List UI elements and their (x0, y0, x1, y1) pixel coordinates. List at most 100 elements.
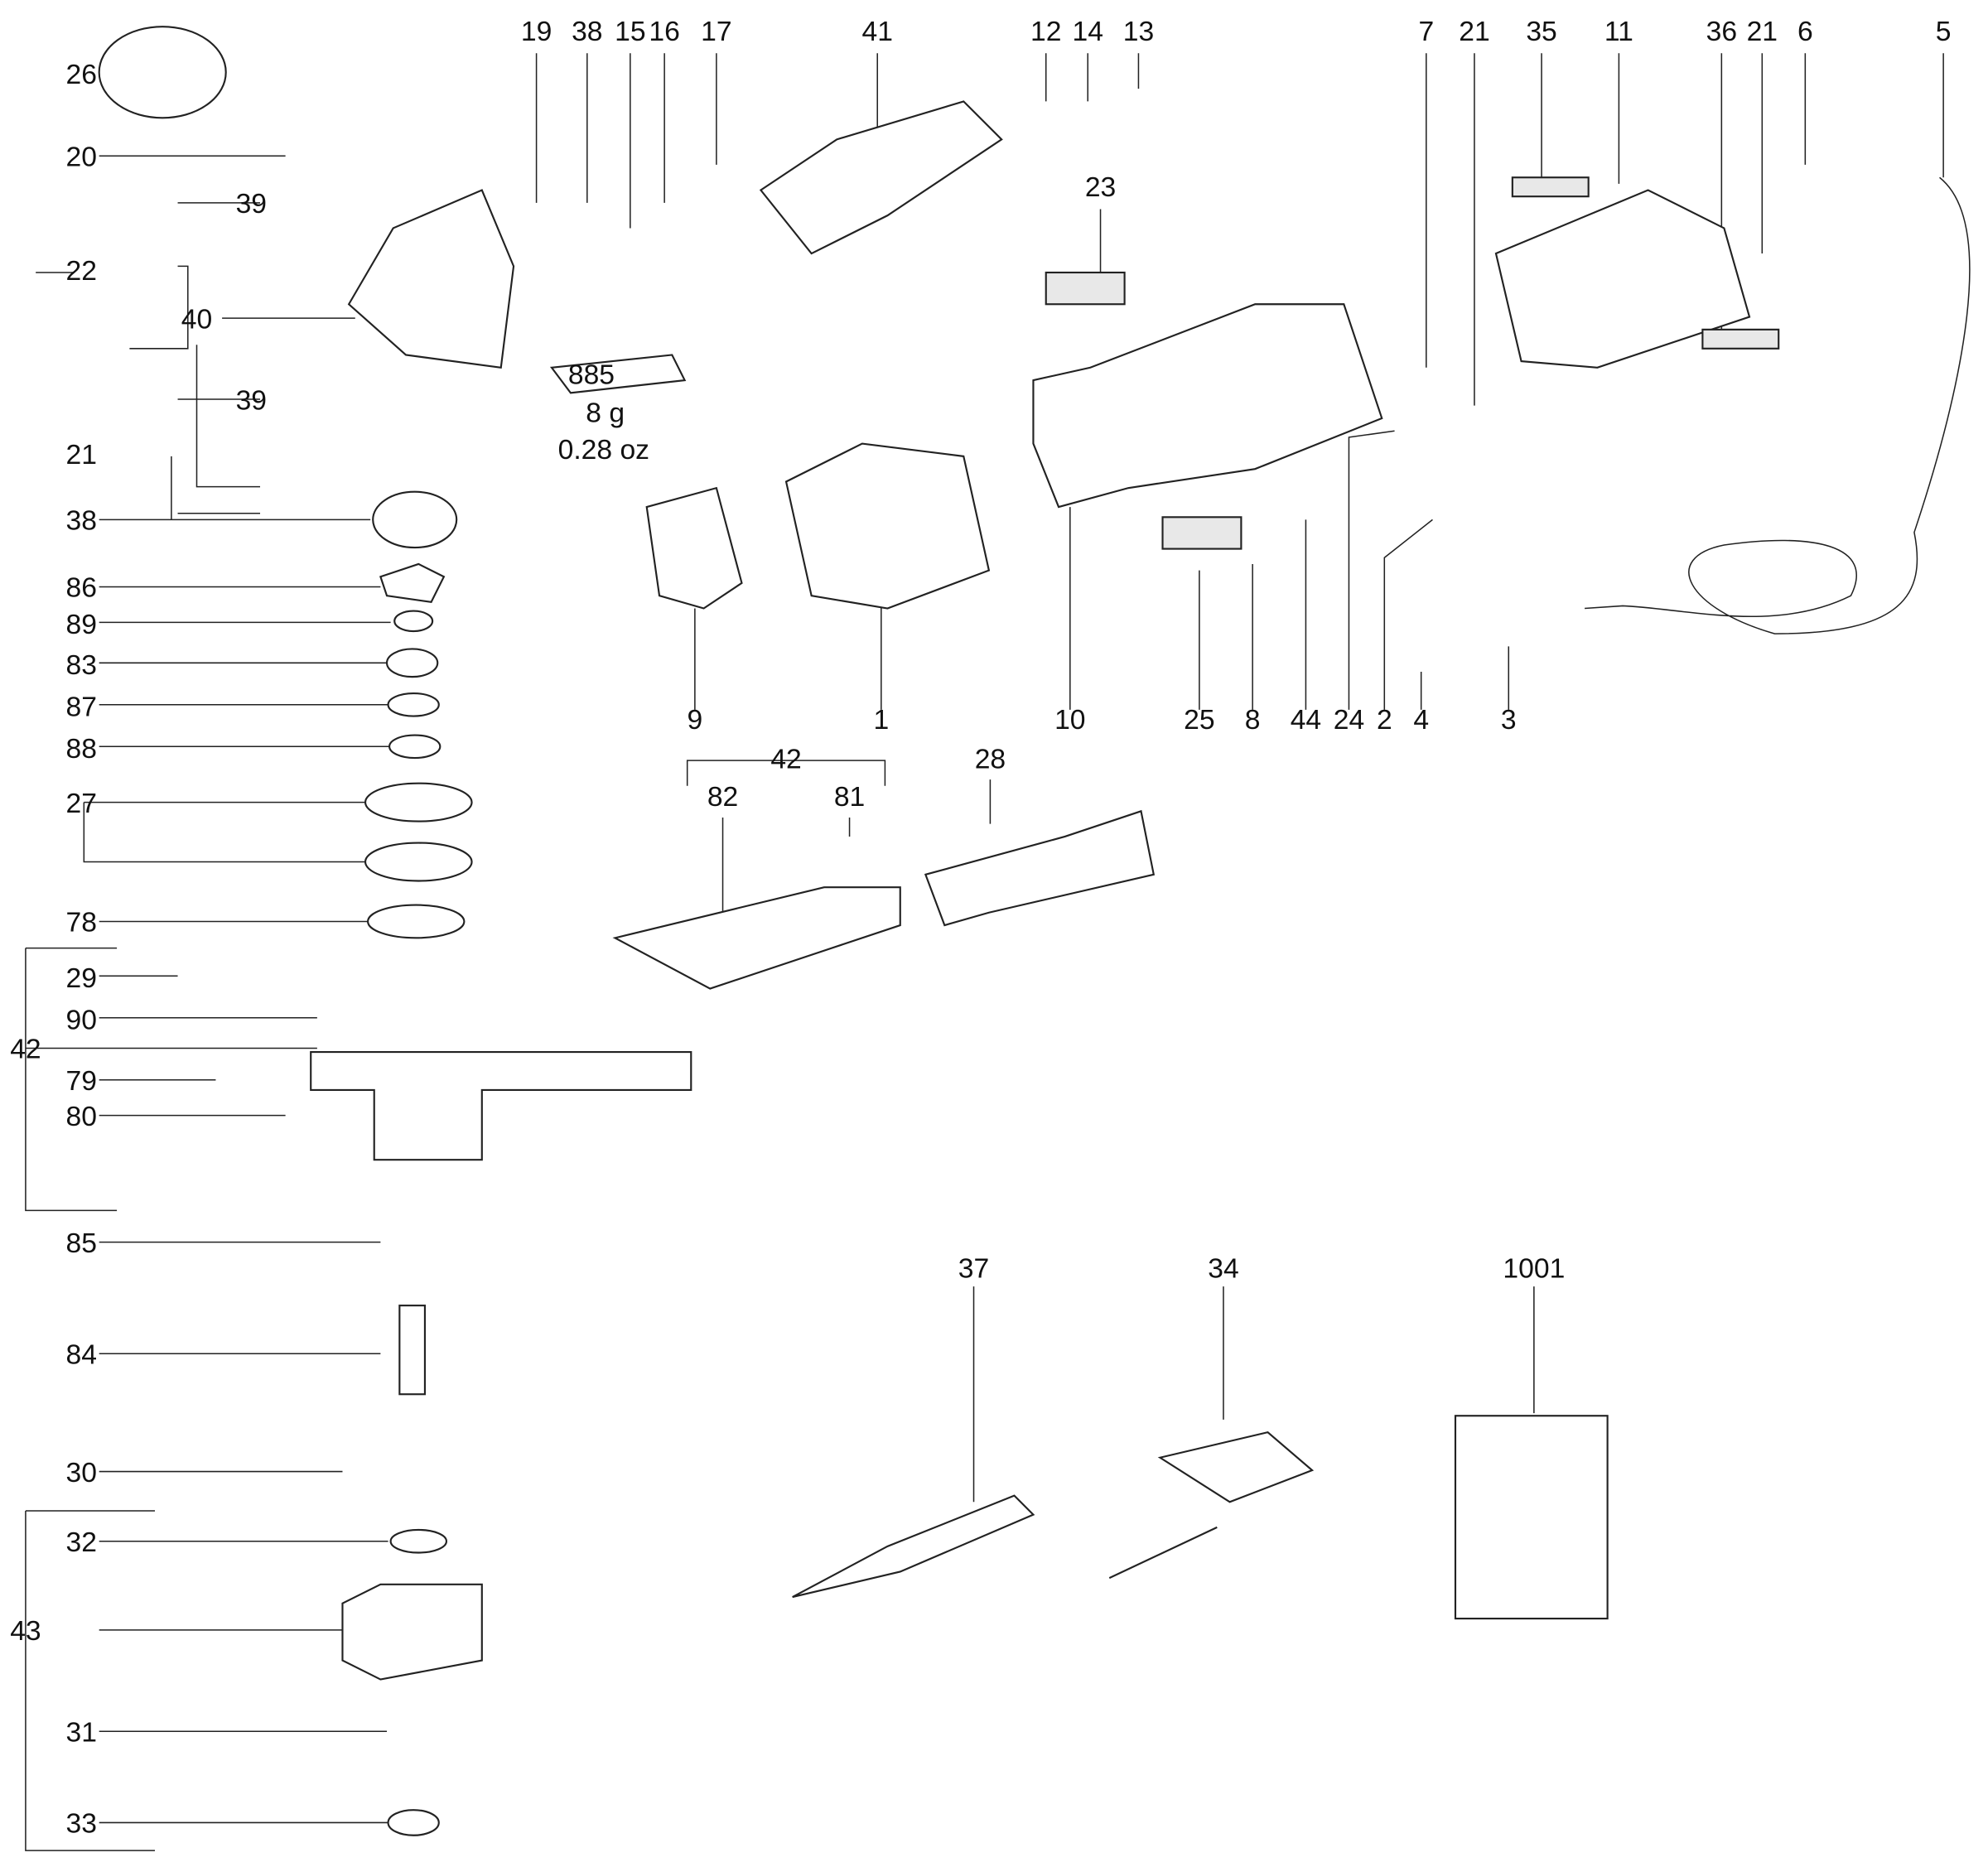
callout: 3 (1501, 705, 1517, 736)
ring-87 (387, 692, 440, 717)
foot-33 (387, 1809, 440, 1836)
callout: 21 (1747, 17, 1778, 47)
callout: 82 (707, 782, 738, 813)
bearing-38 (372, 490, 458, 549)
callout: 37 (958, 1253, 989, 1284)
callout: 8 (1245, 705, 1261, 736)
callout: 40 (181, 304, 212, 335)
eccentric-43 (341, 1583, 483, 1681)
callout: 42 (10, 1035, 41, 1065)
bottom-callouts: 9 1 10 25 8 44 24 2 4 3 42 82 81 28 37 3… (688, 705, 1566, 1285)
grease-code: 885 (568, 360, 615, 391)
ring-89 (393, 610, 434, 633)
callout: 13 (1123, 17, 1154, 47)
callout: 14 (1073, 17, 1103, 47)
callout: 90 (66, 1006, 97, 1036)
callout: 6 (1797, 17, 1813, 47)
callout: 30 (66, 1458, 97, 1488)
callout: 1 (873, 705, 889, 736)
label-36 (1701, 328, 1780, 350)
callout: 7 (1418, 17, 1434, 47)
callout: 42 (770, 744, 801, 774)
callout: 19 (521, 17, 552, 47)
callout: 44 (1291, 705, 1321, 736)
callout: 11 (1604, 17, 1633, 47)
callout: 5 (1936, 17, 1952, 47)
callout: 28 (975, 744, 1006, 774)
screwdriver-37 (792, 1494, 1035, 1599)
label-23 (1045, 271, 1126, 306)
callout: 10 (1054, 705, 1085, 736)
callout: 22 (66, 256, 97, 287)
left-callouts: 26 20 39 22 40 39 21 38 86 89 83 87 88 2… (10, 60, 267, 1840)
spindle-84 (398, 1305, 427, 1396)
callout: 26 (66, 60, 97, 90)
label-35 (1511, 176, 1590, 198)
o-ring-27b (364, 842, 473, 882)
parts (98, 26, 1971, 1836)
top-callouts: 19 38 15 16 17 41 12 14 13 7 21 35 11 36… (521, 17, 1952, 203)
plate-86 (379, 562, 446, 604)
callout: 38 (66, 506, 97, 537)
callout: 81 (834, 782, 865, 813)
motor-housing-10 (1032, 303, 1383, 509)
callout: 83 (66, 650, 97, 681)
handle-cover-11 (1494, 189, 1751, 369)
callout: 29 (66, 963, 97, 994)
callout: 35 (1526, 17, 1556, 47)
callout: 9 (688, 705, 703, 736)
callout: 84 (66, 1340, 97, 1371)
leader-lines (25, 53, 1944, 1851)
callout: 41 (862, 17, 893, 47)
callout: 17 (701, 17, 731, 47)
callout: 88 (66, 734, 97, 765)
callout: 20 (66, 142, 97, 172)
wiring-diagram-1001 (1454, 1415, 1609, 1620)
callout: 80 (66, 1102, 97, 1132)
extraction-28 (924, 809, 1156, 927)
callout: 33 (66, 1809, 97, 1840)
o-ring-27a (364, 782, 473, 823)
key-34 (1108, 1430, 1315, 1580)
callout: 79 (66, 1066, 97, 1097)
callout: 39 (236, 385, 267, 416)
callout: 39 (236, 189, 267, 220)
callout: 89 (66, 610, 97, 640)
callout: 78 (66, 908, 97, 938)
callout: 24 (1334, 705, 1364, 736)
grease-weight-g: 8 g (586, 398, 625, 429)
callout: 23 (1085, 172, 1116, 203)
callout: 43 (10, 1616, 41, 1647)
base-housing-42 (310, 1051, 692, 1161)
label-25 (1161, 516, 1242, 550)
callout: 31 (66, 1718, 97, 1749)
callout: 87 (66, 692, 97, 723)
callout: 16 (649, 17, 679, 47)
power-cable-5 (1585, 176, 1971, 634)
polishing-pad-26 (98, 26, 227, 119)
callout: 21 (66, 440, 97, 470)
grease-tube: 885 8 g 0.28 oz (549, 354, 687, 466)
ring-88 (388, 734, 442, 760)
bearing-83 (385, 648, 439, 678)
armature-41 (759, 100, 1003, 255)
grease-weight-oz: 0.28 oz (558, 435, 649, 466)
callout: 15 (615, 17, 645, 47)
callout: 34 (1208, 1253, 1238, 1284)
callout: 25 (1184, 705, 1214, 736)
callout: 38 (572, 17, 602, 47)
callout: 4 (1413, 705, 1429, 736)
callout: 12 (1030, 17, 1061, 47)
callout: 27 (66, 789, 97, 819)
stator-1 (784, 442, 991, 610)
cover-82 (612, 886, 901, 990)
callout: 36 (1706, 17, 1737, 47)
callout: 85 (66, 1228, 97, 1259)
callout: 21 (1459, 17, 1489, 47)
callout: 1001 (1503, 1253, 1565, 1284)
ring-9 (645, 486, 743, 610)
callout: 2 (1377, 705, 1392, 736)
callout: 86 (66, 573, 97, 604)
gear-housing-40 (347, 189, 515, 369)
